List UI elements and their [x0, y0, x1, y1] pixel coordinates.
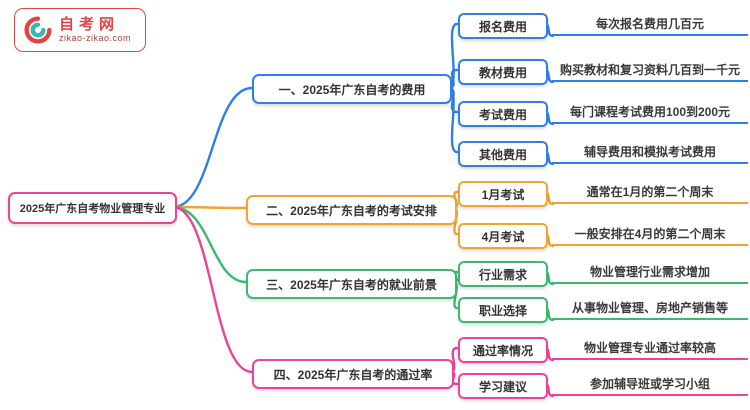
- item-desc: 从事物业管理、房地产销售等: [552, 298, 748, 320]
- logo-url: zikao-zikao.com: [59, 33, 132, 44]
- root-node: 2025年广东自考物业管理专业: [8, 192, 177, 224]
- item-desc: 辅导费用和模拟考试费用: [552, 142, 748, 164]
- logo-title: 自考网: [59, 16, 120, 34]
- branch-node-fees: 一、2025年广东自考的费用: [252, 74, 452, 104]
- item-label: 报名费用: [458, 13, 548, 39]
- item-desc: 物业管理行业需求增加: [552, 262, 748, 284]
- item-label: 教材费用: [458, 59, 548, 85]
- logo[interactable]: 自考网 zikao-zikao.com: [14, 8, 146, 52]
- item-desc: 物业管理专业通过率较高: [552, 338, 748, 360]
- item-label: 4月考试: [458, 223, 548, 249]
- item-label: 行业需求: [458, 261, 548, 287]
- item-label: 1月考试: [458, 181, 548, 207]
- item-desc: 通常在1月的第二个周末: [552, 182, 748, 204]
- item-desc: 每次报名费用几百元: [552, 14, 748, 36]
- item-desc: 参加辅导班或学习小组: [552, 374, 748, 396]
- item-desc: 购买教材和复习资料几百到一千元: [552, 60, 748, 82]
- branch-node-pass-rate: 四、2025年广东自考的通过率: [252, 359, 454, 389]
- item-label: 学习建议: [458, 373, 548, 399]
- item-label: 职业选择: [458, 297, 548, 323]
- branch-node-career-outlook: 三、2025年广东自考的就业前景: [246, 269, 457, 299]
- branch-node-exam-schedule: 二、2025年广东自考的考试安排: [246, 195, 457, 225]
- item-label: 其他费用: [458, 141, 548, 167]
- item-desc: 一般安排在4月的第二个周末: [552, 224, 748, 246]
- item-desc: 每门课程考试费用100到200元: [552, 102, 748, 124]
- logo-icon: [24, 16, 52, 44]
- item-label: 通过率情况: [458, 337, 548, 363]
- item-label: 考试费用: [458, 101, 548, 127]
